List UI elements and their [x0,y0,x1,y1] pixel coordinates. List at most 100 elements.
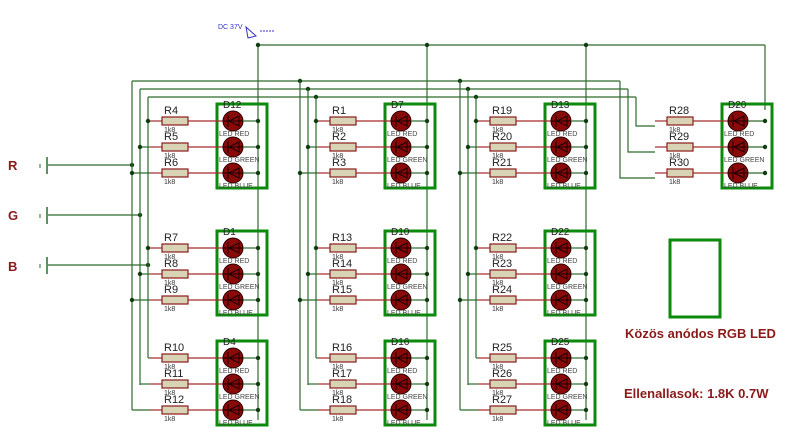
resistor-designator: R2 [332,131,346,143]
junction-dot [255,407,261,413]
resistor-body [329,116,357,126]
led-channel-label: LED BLUE [387,183,421,190]
junction-dot [424,381,430,387]
led-package-box [215,339,269,427]
resistor-value: 1k8 [332,390,343,397]
resistor-designator: R14 [332,258,352,270]
led-channel-label: LED RED [387,258,417,265]
led-channel-label: LED GREEN [547,394,587,401]
led-designator: D22 [551,227,570,238]
led-designator: D25 [551,337,570,348]
junction-dot [255,245,261,251]
resistor-designator: R25 [492,342,512,354]
resistor-value: 1k8 [332,127,343,134]
junction-dot [583,297,589,303]
resistor-value: 1k8 [332,306,343,313]
junction-dot [129,170,135,176]
resistor-value: 1k8 [164,416,175,423]
resistor-value: 1k8 [164,364,175,371]
resistor-value: 1k8 [492,416,503,423]
junction-dot [473,245,479,251]
resistor-designator: R23 [492,258,512,270]
junction-dot [145,118,151,124]
diode-icon [391,167,411,179]
bus-g-col3 [627,89,655,153]
diode-icon [551,141,571,153]
junction-dot [255,42,261,48]
junction-dot [762,170,768,176]
resistor-body [329,168,357,178]
resistor-value: 1k8 [669,179,680,186]
led-channel-label: LED BLUE [547,420,581,427]
led-channel-label: LED GREEN [219,157,259,164]
diode-icon [551,294,571,306]
resistor-designator: R26 [492,368,512,380]
resistor-designator: R1 [332,105,346,117]
led-channel-label: LED RED [219,258,249,265]
resistor-designator: R12 [164,394,184,406]
junction-dot [297,170,303,176]
rail-B: B [8,257,48,274]
resistor-value: 1k8 [164,153,175,160]
led-channel-label: LED GREEN [219,284,259,291]
diode-icon [551,404,571,416]
resistor-body [489,142,517,152]
diode-icon [728,167,748,179]
junction-dot [583,42,589,48]
resistor-body [161,243,189,253]
led-designator: D20 [728,100,747,111]
junction-dot [424,42,430,48]
led-channel-label: LED RED [547,368,577,375]
junction-dot [424,271,430,277]
led-channel-label: LED BLUE [219,183,253,190]
junction-dot [465,144,471,150]
resistor-value: 1k8 [164,306,175,313]
diode-icon [223,404,243,416]
diode-icon [551,378,571,390]
bus-b-col3 [635,97,655,127]
power-arrow-icon [245,25,258,39]
resistor-note: Ellenallasok: 1.8K 0.7W [624,386,769,401]
diode-icon [728,115,748,127]
resistor-value: 1k8 [492,390,503,397]
led-package-box [543,229,597,317]
junction-dot [255,170,261,176]
led-channel-label: LED GREEN [387,157,427,164]
led-channel-label: LED GREEN [724,157,764,164]
led-designator: D10 [391,227,410,238]
junction-dot [473,118,479,124]
resistor-body [666,116,694,126]
led-channel-label: LED BLUE [547,310,581,317]
led-channel-label: LED GREEN [547,157,587,164]
resistor-body [161,405,189,415]
resistor-value: 1k8 [492,364,503,371]
power-terminal: DC 37V [218,24,274,39]
resistor-value: 1k8 [164,254,175,261]
diode-icon [391,141,411,153]
resistor-value: 1k8 [164,390,175,397]
resistor-body [666,142,694,152]
junction-dot [583,355,589,361]
led-package-box [543,339,597,427]
rail-R: R [8,157,48,174]
junction-dot [583,407,589,413]
resistor-designator: R7 [164,232,178,244]
junction-dot [465,271,471,277]
resistor-value: 1k8 [332,153,343,160]
junction-dot [255,144,261,150]
junction-dot [145,245,151,251]
resistor-value: 1k8 [492,280,503,287]
diode-icon [551,268,571,280]
led-channel-label: LED RED [387,131,417,138]
diode-icon [551,115,571,127]
diode-icon [391,294,411,306]
junction-dot [424,297,430,303]
diode-icon [223,268,243,280]
resistor-body [489,379,517,389]
resistor-body [489,295,517,305]
junction-dot [762,144,768,150]
